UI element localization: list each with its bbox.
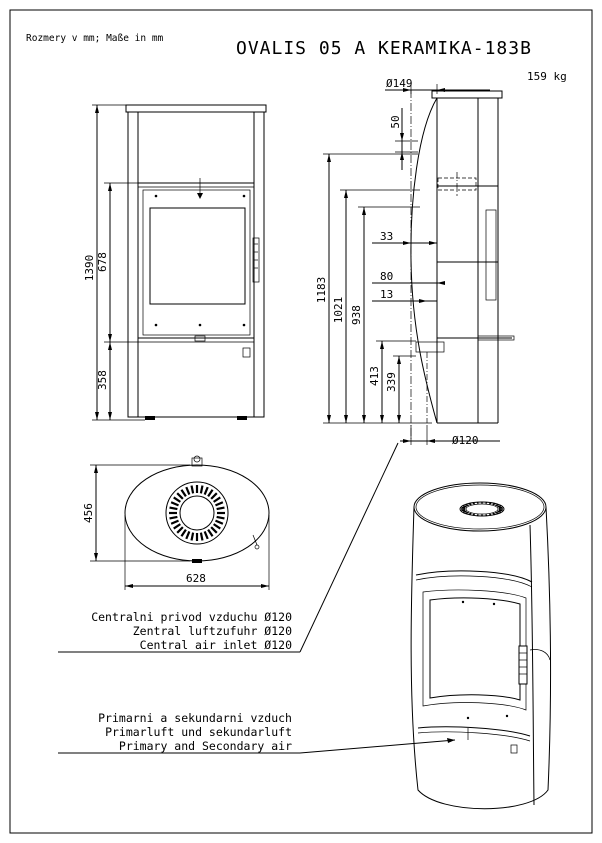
side-view: [323, 84, 515, 445]
dim-height-413: 413: [368, 366, 381, 386]
grate-slot: [199, 532, 204, 541]
grate-slot: [213, 496, 221, 503]
iso-grate-slot: [472, 502, 476, 505]
iso-grate-slot: [497, 510, 502, 513]
iso-grate-slot: [488, 502, 492, 505]
dim-13: 13: [380, 288, 393, 301]
units-note: Rozmery v mm; Maße in mm: [26, 33, 164, 44]
weight-label: 159 kg: [527, 70, 567, 83]
grate-slot: [203, 531, 209, 540]
iso-grate-slot: [492, 512, 496, 515]
grate-slot: [169, 515, 178, 520]
front-view: [92, 104, 267, 421]
dim-height-938: 938: [350, 305, 363, 325]
iso-grate-slot: [472, 513, 476, 516]
grate-slot: [173, 496, 181, 503]
grate-slot: [207, 529, 214, 537]
grate-slot: [176, 526, 184, 534]
grate-slot: [215, 501, 224, 507]
iso-grate-slot: [465, 504, 469, 507]
iso-grate-slot: [468, 503, 472, 506]
iso-grate-slot: [468, 512, 472, 515]
dim-top-width: 628: [186, 572, 206, 585]
dim-flue-height: 1183: [315, 277, 328, 304]
iso-grate-slot: [462, 510, 467, 513]
dim-base-height: 358: [96, 370, 109, 390]
iso-grate-slot: [465, 511, 469, 514]
grate-slot: [216, 515, 225, 520]
grate-slot: [190, 532, 195, 541]
grate-slot: [216, 506, 225, 511]
dim-top-depth: 456: [82, 503, 95, 523]
sheet-border: [9, 9, 593, 834]
iso-grate-slot: [476, 513, 479, 517]
dim-total-height: 1390: [83, 255, 96, 282]
grate-slot: [185, 531, 191, 540]
iso-grate-slot: [488, 513, 492, 516]
grate-slot: [190, 485, 195, 494]
iso-grate-slot: [495, 504, 499, 507]
grate-slot: [199, 485, 204, 494]
leader-lines: [58, 442, 456, 754]
iso-grate-slot: [476, 501, 479, 505]
grate-slot: [180, 529, 187, 537]
drawing-title: OVALIS 05 A KERAMIKA-183B: [236, 38, 532, 59]
label-primary-air-cz: Primarni a sekundarni vzduch: [98, 711, 292, 725]
isometric-view: [410, 482, 551, 810]
grate-slot: [210, 526, 218, 534]
grate-slot: [210, 492, 218, 500]
iso-grate-slot: [485, 501, 488, 505]
iso-grate-slot: [492, 503, 496, 506]
label-air-inlet-en: Central air inlet Ø120: [140, 638, 292, 652]
dim-height-1021: 1021: [332, 297, 345, 324]
dim-door-height: 678: [96, 252, 109, 272]
dim-inlet-diameter: Ø120: [452, 434, 479, 447]
grate-slot: [213, 523, 221, 530]
grate-slot: [169, 506, 178, 511]
grate-slot: [215, 519, 224, 525]
grate-slot: [173, 523, 181, 530]
grate-slot: [180, 489, 187, 497]
grate-slot: [176, 492, 184, 500]
dim-33: 33: [380, 230, 393, 243]
iso-grate-slot: [495, 511, 499, 514]
grate-slot: [170, 501, 179, 507]
grate-slot: [203, 486, 209, 495]
dim-height-339: 339: [385, 372, 398, 392]
iso-grate-slot: [462, 505, 467, 508]
iso-grate-slot: [485, 513, 488, 517]
iso-grate-slot: [497, 505, 502, 508]
label-primary-air-de: Primarluft und sekundarluft: [105, 725, 292, 739]
dim-top-offset: 50: [389, 115, 402, 128]
grate-slot: [185, 486, 191, 495]
dim-80: 80: [380, 270, 393, 283]
label-air-inlet-de: Zentral luftzufuhr Ø120: [133, 624, 292, 638]
top-view: [90, 455, 270, 590]
grate-slot: [207, 489, 214, 497]
grate-slot: [170, 519, 179, 525]
label-primary-air-en: Primary and Secondary air: [119, 739, 292, 753]
dim-flue-diameter: Ø149: [386, 77, 413, 90]
label-air-inlet-cz: Centralni privod vzduchu Ø120: [91, 610, 292, 624]
